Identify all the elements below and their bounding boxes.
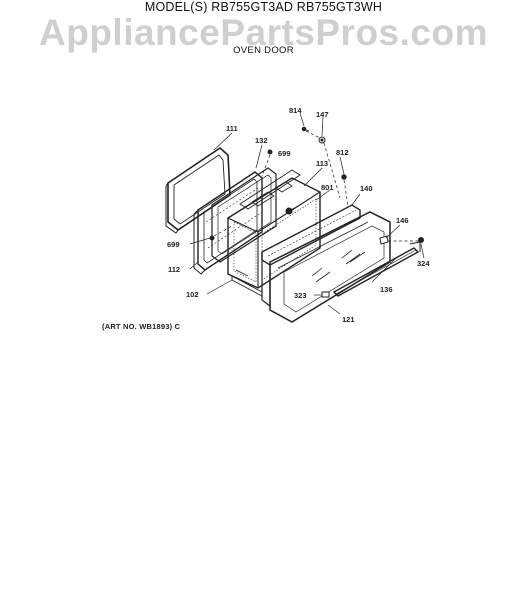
label-699-top: 699 — [278, 149, 291, 158]
label-147: 147 — [316, 110, 329, 119]
model-line: MODEL(S) RB755GT3AD RB755GT3WH — [144, 0, 383, 14]
label-132: 132 — [255, 136, 268, 145]
part-801-screw — [285, 204, 301, 215]
part-132-frame — [211, 167, 277, 263]
part-814-screw — [301, 126, 310, 132]
label-121: 121 — [342, 315, 355, 324]
label-102: 102 — [186, 290, 199, 299]
part-699-screw-left — [209, 235, 215, 241]
assembly-lines — [213, 130, 420, 242]
art-number: (ART NO. WB1893) C — [102, 322, 181, 331]
label-801: 801 — [321, 183, 334, 192]
section-title: OVEN DOOR — [233, 45, 294, 56]
part-323-clip — [321, 291, 330, 298]
label-324: 324 — [417, 259, 430, 268]
leader-lines — [189, 112, 425, 315]
label-812: 812 — [336, 148, 349, 157]
label-136: 136 — [380, 285, 393, 294]
part-699-screw-top — [267, 149, 273, 155]
part-812-screw — [341, 174, 347, 180]
part-121-outer-glass-door — [269, 211, 391, 323]
label-111: 111 — [226, 124, 238, 133]
part-112-inner-frame — [193, 171, 263, 275]
part-324-screw — [418, 237, 424, 243]
label-113: 113 — [316, 159, 328, 168]
label-146: 146 — [396, 216, 409, 225]
part-147-bracket — [318, 136, 326, 144]
watermark-logo: AppliancePartsPros.com — [39, 12, 488, 53]
label-323: 323 — [294, 291, 307, 300]
label-814: 814 — [289, 106, 302, 115]
label-699-left: 699 — [167, 240, 180, 249]
part-136-handle — [332, 241, 421, 297]
label-140: 140 — [360, 184, 373, 193]
label-112: 112 — [168, 265, 180, 274]
